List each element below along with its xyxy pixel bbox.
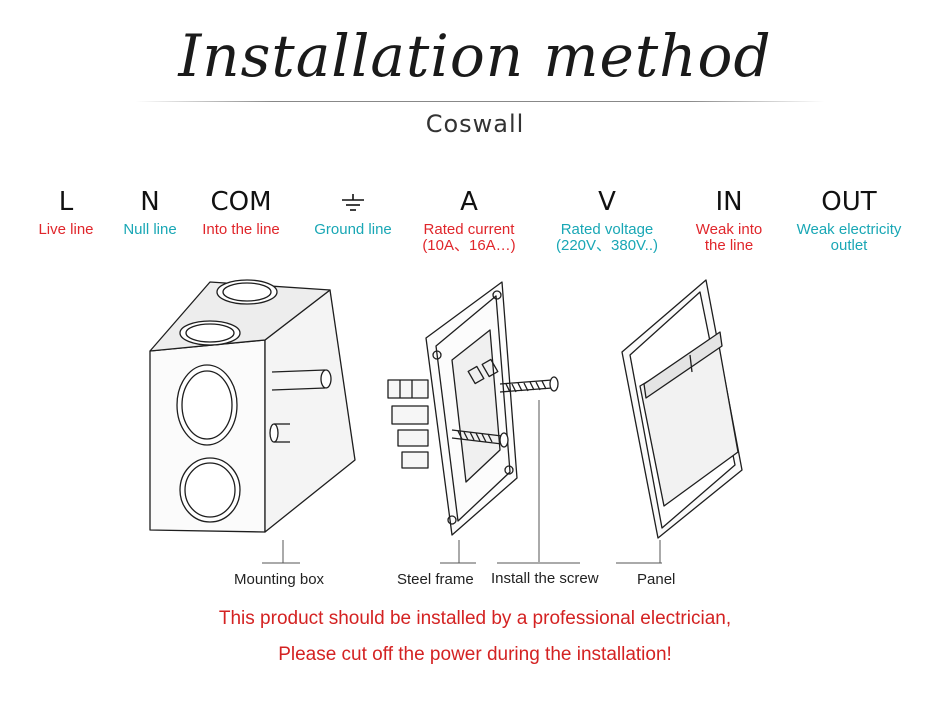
ground-symbol-icon [342, 194, 364, 211]
terminal-v: V Rated voltage (220V、380V..) [532, 186, 682, 254]
terminal-symbol: N [140, 187, 160, 217]
terminal-desc: Rated voltage [560, 221, 654, 238]
mounting-box-drawing [149, 279, 356, 533]
brand-name: Coswall [425, 110, 525, 138]
terminal-desc-2: (10A、16A…) [422, 237, 516, 254]
terminal-symbol: COM [210, 187, 272, 217]
terminal-ground: Ground line [278, 186, 428, 238]
terminal-a: A Rated current (10A、16A…) [394, 186, 544, 254]
terminal-desc: Weak into [695, 221, 763, 238]
terminal-symbol: A [460, 187, 478, 217]
page-title: Installation method [178, 22, 772, 90]
panel-drawing [621, 279, 743, 539]
terminal-desc-2: (220V、380V..) [555, 237, 658, 254]
terminal-l: L Live line [0, 186, 141, 238]
part-label-mounting-box: Mounting box [234, 571, 325, 588]
part-label-panel: Panel [637, 571, 676, 588]
terminal-desc-2: the line [704, 237, 754, 254]
terminal-desc: Ground line [314, 221, 392, 238]
terminal-symbol: OUT [821, 187, 877, 217]
terminal-com: COM Into the line [166, 186, 316, 238]
title-divider [135, 101, 825, 102]
terminal-desc-2: outlet [830, 237, 868, 254]
safety-notice-line-2: Please cut off the power during the inst… [278, 644, 672, 665]
terminal-desc: Live line [38, 221, 94, 238]
steel-frame-drawing [387, 281, 559, 536]
terminal-symbol: V [598, 187, 616, 217]
terminal-desc: Weak electricity [796, 221, 902, 238]
terminal-desc: Null line [123, 221, 177, 238]
terminal-n: N Null line [75, 186, 225, 238]
terminal-symbol: L [58, 187, 74, 217]
leader-lines [262, 400, 662, 564]
part-label-steel-frame: Steel frame [397, 571, 474, 588]
terminal-out: OUT Weak electricity outlet [774, 186, 924, 254]
terminal-in: IN Weak into the line [654, 186, 804, 254]
safety-notice-line-1: This product should be installed by a pr… [218, 608, 732, 629]
terminal-desc: Into the line [202, 221, 280, 238]
part-label-install-screw: Install the screw [491, 570, 599, 587]
terminal-symbol: IN [715, 187, 743, 217]
terminal-symbol [278, 186, 428, 218]
terminal-desc: Rated current [423, 221, 515, 238]
